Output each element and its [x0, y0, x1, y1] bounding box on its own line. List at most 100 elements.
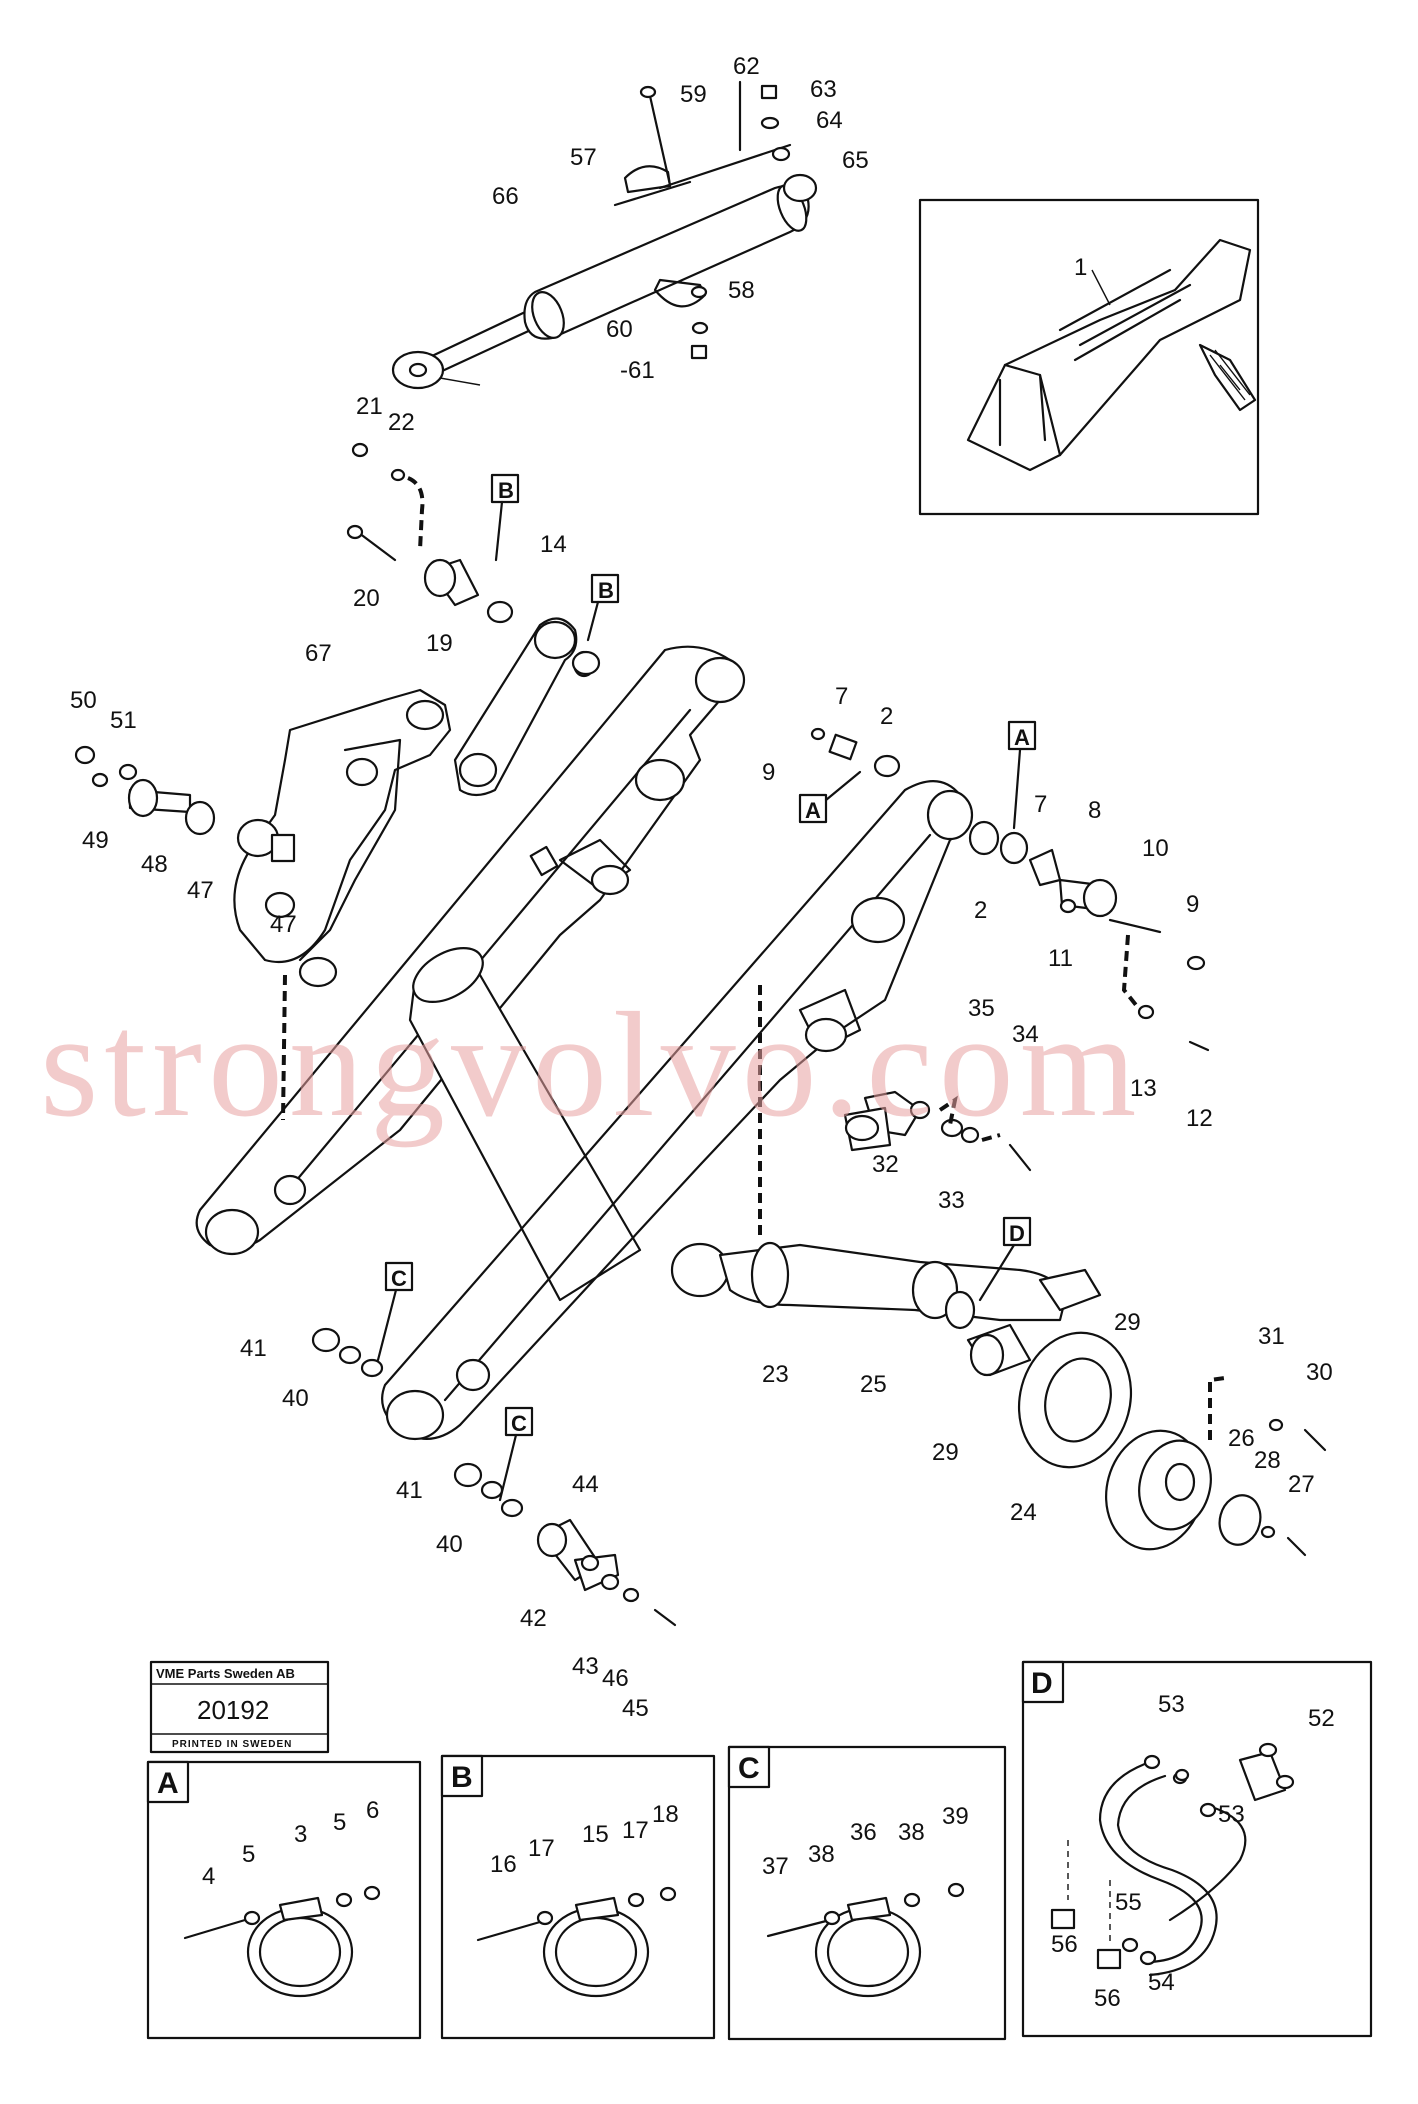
label-34: 34	[1012, 1021, 1039, 1048]
label-35: 35	[968, 995, 995, 1022]
label-44: 44	[572, 1471, 599, 1498]
label-4: 4	[202, 1863, 215, 1890]
label-32: 32	[872, 1151, 899, 1178]
label-30: 30	[1306, 1359, 1333, 1386]
callout-b-1: B	[498, 478, 514, 503]
label-63: 63	[810, 76, 837, 103]
label-12: 12	[1186, 1105, 1213, 1132]
label-38a: 38	[808, 1841, 835, 1868]
label-19: 19	[426, 630, 453, 657]
label-56a: 56	[1051, 1931, 1078, 1958]
label-47b: 47	[270, 911, 297, 938]
label-67: 67	[305, 640, 332, 667]
cross-tube	[408, 946, 642, 1302]
label-14: 14	[540, 531, 567, 558]
label-39: 39	[942, 1803, 969, 1830]
steering-cylinder-23	[670, 1241, 1102, 1377]
label-6: 6	[366, 1797, 379, 1824]
detail-box-b: B 16 17 15 17 18	[440, 1754, 716, 2040]
label-26: 26	[1228, 1425, 1255, 1452]
label-52: 52	[1308, 1705, 1335, 1732]
pin-19-assembly	[346, 442, 601, 676]
overview-inset	[918, 198, 1260, 516]
label-51: 51	[110, 707, 137, 734]
label-21: 21	[356, 393, 383, 420]
label-64: 64	[816, 107, 843, 134]
label-58: 58	[728, 277, 755, 304]
label-11: 11	[1048, 945, 1073, 972]
callout-tags: B B A A D C C	[376, 473, 1037, 1502]
label-33: 33	[938, 1187, 965, 1214]
label-41b: 41	[396, 1477, 423, 1504]
pin-32-assembly	[758, 985, 1032, 1240]
publisher-stamp: VME Parts Sweden AB 20192 PRINTED IN SWE…	[149, 1660, 330, 1754]
label-15: 15	[582, 1821, 609, 1848]
label-17a: 17	[528, 1835, 555, 1862]
label-18: 18	[652, 1801, 679, 1828]
stamp-company: VME Parts Sweden AB	[156, 1666, 295, 1681]
label-48: 48	[141, 851, 168, 878]
label-42: 42	[520, 1605, 547, 1632]
label-17b: 17	[622, 1817, 649, 1844]
label-38b: 38	[898, 1819, 925, 1846]
detail-b-title: B	[451, 1761, 473, 1794]
detail-box-a: A 4 5 3 5 6	[146, 1760, 422, 2040]
part-numbers: 59 62 63 64 65 57 66 58 60 -61 1 21 22 2…	[70, 53, 1333, 1722]
label-49: 49	[82, 827, 109, 854]
label-24: 24	[1010, 1499, 1037, 1526]
label-50: 50	[70, 687, 97, 714]
label-41a: 41	[240, 1335, 267, 1362]
label-7b: 7	[1034, 791, 1047, 818]
stamp-number: 20192	[197, 1695, 269, 1725]
callout-b-2: B	[598, 578, 614, 603]
label-1: 1	[1074, 254, 1087, 281]
label-27: 27	[1288, 1471, 1315, 1498]
detail-d-title: D	[1031, 1667, 1053, 1700]
label-25: 25	[860, 1371, 887, 1398]
label-5b: 5	[333, 1809, 346, 1836]
detail-a-title: A	[157, 1767, 179, 1800]
pin-48-assembly	[74, 745, 287, 1121]
callout-a-2: A	[805, 798, 821, 823]
label-40b: 40	[436, 1531, 463, 1558]
label-40a: 40	[282, 1385, 309, 1412]
callout-a-1: A	[1014, 725, 1030, 750]
label-66: 66	[492, 183, 519, 210]
label-31: 31	[1258, 1323, 1285, 1350]
label-61: -61	[620, 357, 655, 384]
detail-box-c: C 37 38 36 38 39	[727, 1745, 1007, 2041]
label-57: 57	[570, 144, 597, 171]
lift-arm-left	[195, 645, 746, 1256]
label-10: 10	[1142, 835, 1169, 862]
label-55: 55	[1115, 1889, 1142, 1916]
label-36: 36	[850, 1819, 877, 1846]
watermark: strongvolvo.com	[40, 982, 1142, 1148]
label-56b: 56	[1094, 1985, 1121, 2012]
bellcrank-67	[233, 688, 452, 988]
tilt-link-14	[453, 617, 596, 797]
label-3: 3	[294, 1821, 307, 1848]
label-28: 28	[1254, 1447, 1281, 1474]
label-22: 22	[388, 409, 415, 436]
label-16: 16	[490, 1851, 517, 1878]
label-13: 13	[1130, 1075, 1157, 1102]
label-23: 23	[762, 1361, 789, 1388]
label-7a: 7	[835, 683, 848, 710]
label-59: 59	[680, 81, 707, 108]
label-29a: 29	[1114, 1309, 1141, 1336]
pin-42-assembly	[311, 1327, 677, 1627]
label-60: 60	[606, 316, 633, 343]
label-62: 62	[733, 53, 760, 80]
hydraulic-cylinder-66	[391, 80, 818, 390]
label-29b: 29	[932, 1439, 959, 1466]
label-8: 8	[1088, 797, 1101, 824]
detail-box-d: D 53 52 53 55 56 54 56	[1021, 1660, 1373, 2038]
label-45: 45	[622, 1695, 649, 1722]
label-53b: 53	[1218, 1801, 1245, 1828]
label-46: 46	[602, 1665, 629, 1692]
label-5a: 5	[242, 1841, 255, 1868]
label-9a: 9	[762, 759, 775, 786]
lift-arm-right	[381, 780, 974, 1441]
label-54: 54	[1148, 1969, 1175, 1996]
